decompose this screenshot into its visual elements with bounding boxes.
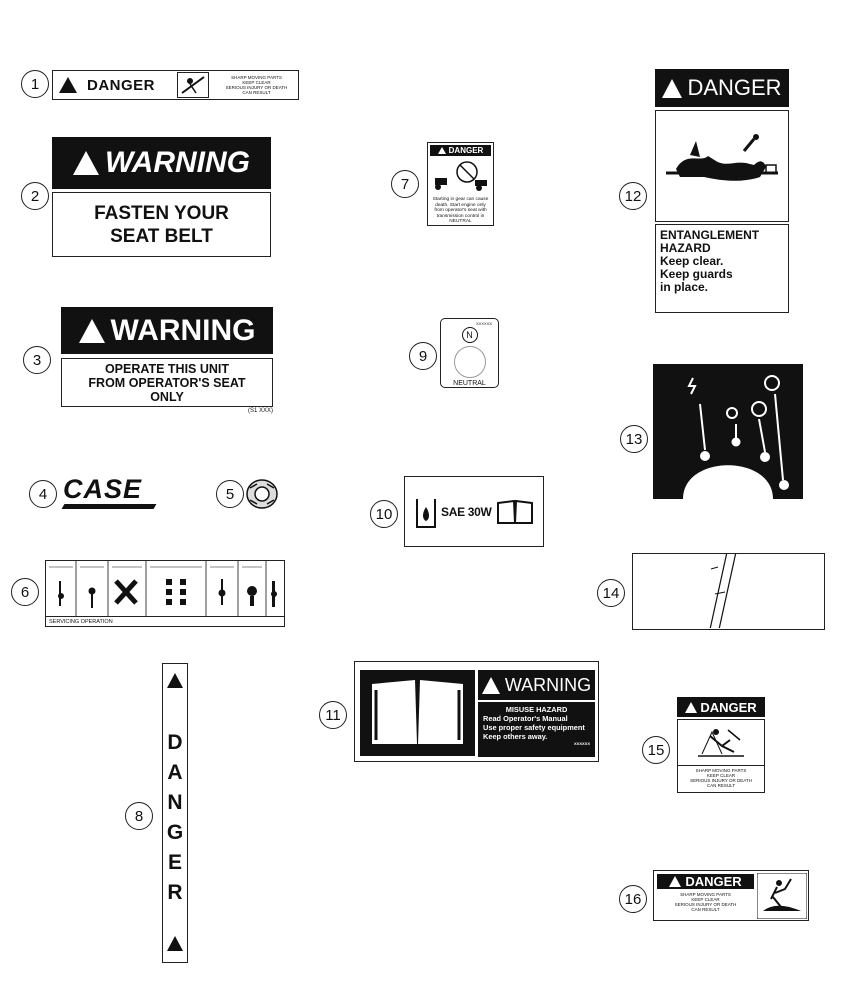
decal-15: DANGER SHARP MOVING PARTS KEEP CLEAR SER… bbox=[677, 697, 765, 793]
decal-1-text: SHARP MOVING PARTS KEEP CLEAR SERIOUS IN… bbox=[225, 75, 288, 95]
decal-6: SERVICING OPERATION bbox=[45, 560, 285, 627]
callout-3: 3 bbox=[23, 346, 51, 374]
callout-16: 16 bbox=[619, 885, 647, 913]
decal-2-line-1: FASTEN YOUR bbox=[94, 202, 229, 224]
warning-triangle-icon bbox=[437, 147, 446, 154]
decal-12-line-3: Keep clear. bbox=[660, 254, 724, 268]
warning-triangle-icon bbox=[78, 318, 105, 343]
decal-7-title: DANGER bbox=[448, 146, 484, 155]
decal-8-letter: D bbox=[167, 731, 183, 754]
decal-15-text: SHARP MOVING PARTS KEEP CLEAR SERIOUS IN… bbox=[678, 765, 764, 788]
decal-3-line-3: ONLY bbox=[150, 389, 184, 404]
decal-12-line-2: HAZARD bbox=[660, 241, 711, 255]
decal-8-letter: E bbox=[167, 851, 182, 874]
neutral-button-circle bbox=[453, 346, 486, 378]
decal-12-line-4: Keep guards bbox=[660, 267, 733, 281]
warning-triangle-icon bbox=[481, 676, 500, 694]
callout-7: 7 bbox=[391, 170, 419, 198]
decal-14 bbox=[632, 551, 825, 635]
lightning-bolt-icon bbox=[687, 377, 697, 395]
entanglement-hazard-icon bbox=[666, 134, 778, 181]
callout-4: 4 bbox=[29, 480, 57, 508]
callout-13: 13 bbox=[620, 425, 648, 453]
warning-triangle-icon bbox=[167, 936, 183, 951]
decal-8-letter: A bbox=[167, 761, 183, 784]
decal-11-line-1: Read Operator's Manual bbox=[483, 714, 568, 723]
decal-16-text: SHARP MOVING PARTS KEEP CLEAR SERIOUS IN… bbox=[674, 892, 737, 912]
decal-4-case-logo: CASE bbox=[61, 476, 163, 512]
decal-2-line-2: SEAT BELT bbox=[110, 225, 213, 247]
oil-can-icon bbox=[416, 498, 436, 528]
callout-2: 2 bbox=[21, 182, 49, 210]
decal-2: WARNING FASTEN YOUR SEAT BELT bbox=[52, 137, 271, 257]
decal-3-line-1: OPERATE THIS UNIT bbox=[104, 361, 230, 376]
decal-12-title: DANGER bbox=[687, 75, 782, 100]
callout-11: 11 bbox=[319, 701, 347, 729]
warning-triangle-icon bbox=[669, 876, 682, 887]
decal-16-title: DANGER bbox=[685, 874, 742, 889]
decal-8-letter: R bbox=[167, 881, 183, 904]
decal-6-footer: SERVICING OPERATION bbox=[46, 616, 284, 626]
callout-14: 14 bbox=[597, 579, 625, 607]
sharp-moving-parts-icon bbox=[698, 729, 744, 757]
warning-triangle-icon bbox=[662, 78, 683, 98]
decal-15-title: DANGER bbox=[700, 699, 757, 715]
callout-15: 15 bbox=[642, 736, 670, 764]
decal-3-line-2: FROM OPERATOR'S SEAT bbox=[88, 375, 246, 390]
decal-3-title: WARNING bbox=[110, 313, 256, 347]
callout-1: 1 bbox=[21, 70, 49, 98]
warning-triangle-icon bbox=[73, 151, 99, 175]
decal-8-letter: G bbox=[166, 821, 184, 844]
callout-9: 9 bbox=[409, 342, 437, 370]
decal-10-text: SAE 30W bbox=[441, 504, 492, 519]
decal-10: SAE 30W bbox=[404, 476, 544, 547]
decal-11-title: WARNING bbox=[504, 674, 592, 695]
callout-8: 8 bbox=[125, 802, 153, 830]
decal-9-part: XXXXXX bbox=[475, 321, 492, 326]
decal-13-dash-panel bbox=[653, 364, 803, 499]
warning-triangle-icon bbox=[685, 701, 698, 713]
decal-11-line-2: Use proper safety equipment bbox=[483, 723, 585, 732]
decal-11-part: XXXXXX bbox=[573, 741, 590, 746]
hand-entanglement-icon bbox=[177, 72, 210, 98]
decal-8-letter: N bbox=[167, 791, 183, 814]
decal-11-line-3: Keep others away. bbox=[483, 732, 548, 741]
warning-triangle-icon bbox=[167, 673, 183, 688]
decal-12-line-1: ENTANGLEMENT bbox=[660, 228, 760, 242]
decal-16: DANGER SHARP MOVING PARTS KEEP CLEAR SER… bbox=[653, 870, 809, 921]
entanglement-pictogram bbox=[655, 110, 789, 222]
callout-5: 5 bbox=[216, 480, 244, 508]
decal-1-title: DANGER bbox=[87, 76, 156, 94]
sharp-moving-parts-icon bbox=[757, 873, 807, 919]
decal-12: DANGER ENTANGLEMENT HAZARD Keep clear. K… bbox=[655, 69, 789, 313]
decal-3-part-number: (S1 XXX) bbox=[247, 408, 273, 414]
decal-7: DANGER Starting in gear can cause death.… bbox=[427, 142, 494, 226]
decal-11: WARNING MISUSE HAZARD Read Operator's Ma… bbox=[354, 661, 599, 762]
service-chart-graphic bbox=[49, 561, 277, 616]
decal-8: D A N G E R bbox=[162, 663, 188, 963]
decal-1: DANGER SHARP MOVING PARTS KEEP CLEAR SER… bbox=[52, 70, 299, 100]
decal-7-text: Starting in gear can cause death. Start … bbox=[432, 197, 489, 224]
fastener-icon bbox=[246, 479, 278, 509]
callout-12: 12 bbox=[619, 182, 647, 210]
decal-3: WARNING OPERATE THIS UNIT FROM OPERATOR'… bbox=[61, 307, 273, 417]
operators-manual-book-icon bbox=[360, 670, 475, 756]
decal-9-label: NEUTRAL bbox=[453, 380, 486, 387]
neutral-n-icon: N bbox=[461, 327, 478, 343]
runover-hazard-icon bbox=[435, 161, 487, 191]
decal-2-title: WARNING bbox=[105, 146, 250, 179]
callout-10: 10 bbox=[370, 500, 398, 528]
decal-11-heading: MISUSE HAZARD bbox=[505, 705, 568, 714]
manual-book-icon bbox=[496, 499, 533, 524]
decal-12-line-5: in place. bbox=[660, 280, 709, 294]
warning-triangle-icon bbox=[59, 77, 77, 93]
decal-14-break-lines bbox=[708, 551, 737, 635]
callout-6: 6 bbox=[11, 578, 39, 606]
decal-9: XXXXXX N NEUTRAL bbox=[440, 318, 499, 388]
